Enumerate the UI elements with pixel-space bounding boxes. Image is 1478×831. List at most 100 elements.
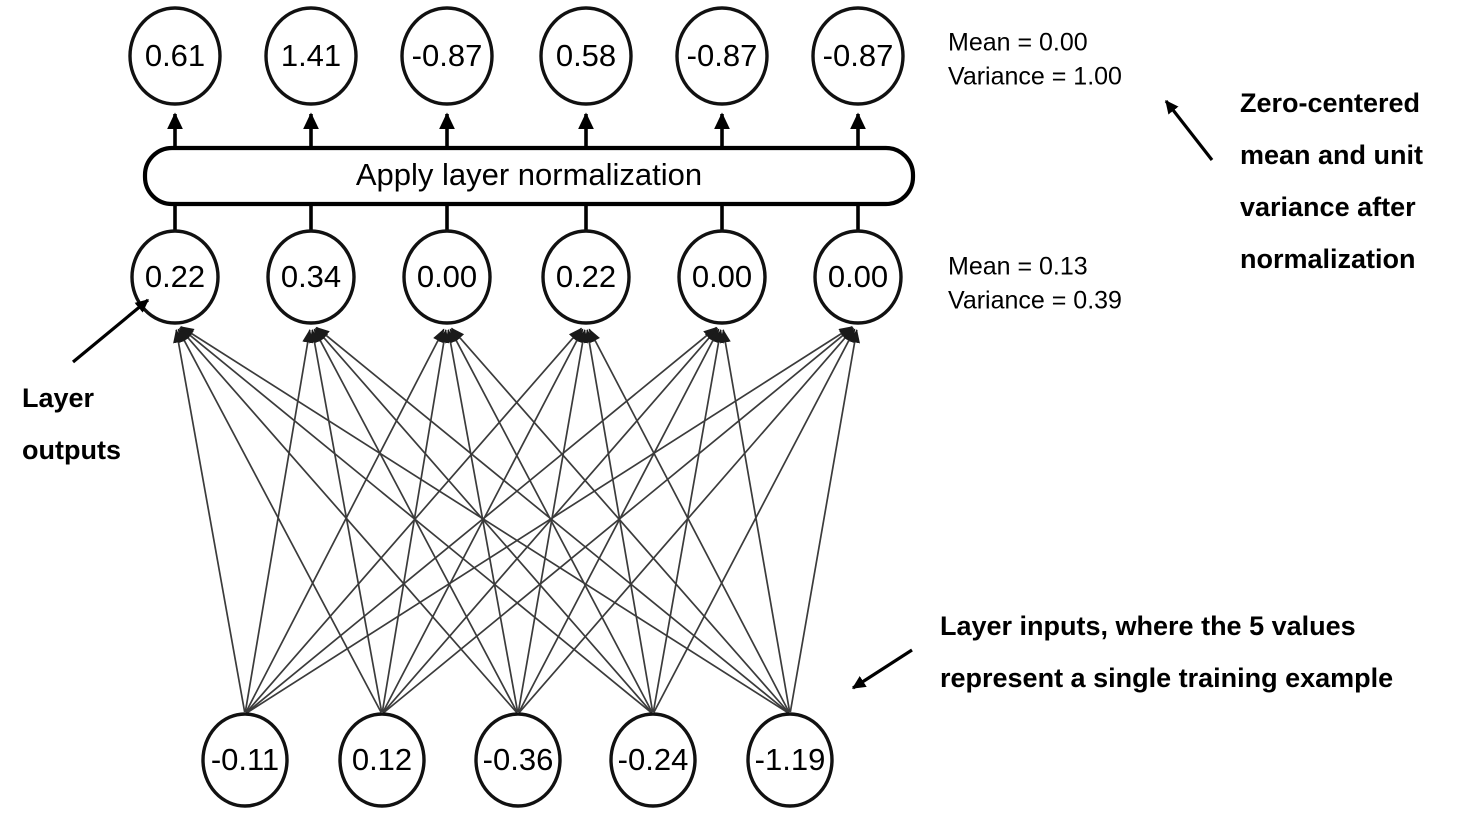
callout-line: Layer inputs, where the 5 values [940, 611, 1356, 641]
layer-input-value: 0.12 [352, 742, 412, 777]
layer-output-value: 0.34 [281, 259, 341, 294]
layer-input-value: -0.24 [618, 742, 689, 777]
connection-edges-group [173, 326, 860, 714]
callout-annotations-group: Layer outputs Zero-centered mean and unit va… [22, 88, 1423, 693]
layer-input-value: -0.11 [211, 742, 279, 777]
layer-output-circle[interactable] [130, 229, 220, 325]
layer-output-circle[interactable] [541, 229, 631, 325]
callout-pointer-arrow [851, 648, 913, 690]
layer-input-node[interactable]: 0.12 [338, 712, 426, 808]
normalized-output-node[interactable]: 0.58 [539, 6, 633, 106]
neuron-nodes-group: 0.61 1.41 -0.87 0.58 -0.87 -0.87 0.22 0.34 0.00 0… [128, 6, 905, 808]
connection-edge [173, 329, 246, 713]
layer-output-node[interactable]: 0.22 [541, 229, 631, 325]
apply-layer-normalization-box[interactable] [142, 145, 916, 207]
callout-line: variance after [1240, 192, 1416, 222]
layer-input-node[interactable]: -0.11 [201, 712, 289, 808]
normalized-output-value: -0.87 [687, 38, 758, 73]
normalized-output-node[interactable]: -0.87 [811, 6, 905, 106]
normalized-output-circle[interactable] [811, 6, 905, 106]
variance-after-normalization-text: Variance = 1.00 [948, 63, 1122, 91]
normalization-box-group[interactable]: Apply layer normalization [142, 145, 916, 207]
layer-output-value: 0.00 [692, 259, 752, 294]
layer-output-node[interactable]: 0.00 [402, 229, 492, 325]
variance-before-normalization-text: Variance = 0.39 [948, 287, 1122, 315]
stats-after-normalization: Mean = 0.00 Variance = 1.00 [948, 29, 1122, 91]
callout-line: outputs [22, 435, 121, 465]
connection-edge [244, 329, 314, 713]
layer-output-node[interactable]: 0.00 [813, 229, 903, 325]
connection-edge [588, 328, 790, 713]
normalized-output-value: -0.87 [823, 38, 894, 73]
normalized-output-node[interactable]: -0.87 [675, 6, 769, 106]
connection-edge [314, 327, 653, 714]
callout-line: mean and unit [1240, 140, 1423, 170]
layer-output-value: 0.22 [145, 259, 205, 294]
callout-line: normalization [1240, 244, 1416, 274]
connection-edge [180, 326, 789, 714]
normalized-output-circle[interactable] [264, 6, 358, 106]
mean-after-normalization-text: Mean = 0.00 [948, 29, 1088, 57]
connection-edge [178, 327, 518, 714]
layer-input-circle[interactable] [338, 712, 426, 808]
callout-pointer-arrow [1164, 99, 1214, 161]
layer-input-circle[interactable] [746, 712, 834, 808]
normalized-output-circle[interactable] [675, 6, 769, 106]
connection-edge [383, 326, 854, 714]
connection-edge [449, 328, 653, 713]
connection-edge [245, 328, 445, 713]
layer-input-circle[interactable] [474, 712, 562, 808]
connection-edge [653, 328, 856, 713]
callout-zero-centered: Zero-centered mean and unit variance after… [1164, 88, 1423, 274]
layer-output-node[interactable]: 0.00 [677, 229, 767, 325]
callout-pointer-arrow [71, 298, 150, 364]
connection-edge [445, 329, 519, 713]
layer-input-node[interactable]: -0.36 [474, 712, 562, 808]
flow-arrows-group [167, 112, 866, 230]
normalized-output-value: 0.58 [556, 38, 616, 73]
normalized-output-circle[interactable] [539, 6, 633, 106]
connection-edge [720, 329, 791, 713]
connection-edge [179, 326, 652, 714]
callout-layer-inputs: Layer inputs, where the 5 values represen… [851, 611, 1393, 693]
connection-edge [309, 329, 383, 713]
normalized-output-circle[interactable] [400, 6, 494, 106]
connection-edge [450, 327, 790, 714]
callout-line: Layer [22, 383, 95, 413]
layer-output-circle[interactable] [813, 229, 903, 325]
layer-input-node[interactable]: -1.19 [746, 712, 834, 808]
connection-edge [315, 326, 789, 714]
connection-edge [652, 329, 724, 713]
layer-input-value: -1.19 [755, 742, 826, 777]
stats-before-normalization: Mean = 0.13 Variance = 0.39 [948, 253, 1122, 315]
connection-edge [789, 329, 860, 713]
mean-before-normalization-text: Mean = 0.13 [948, 253, 1088, 281]
callout-line: Zero-centered [1240, 88, 1420, 118]
connection-edge [518, 328, 720, 713]
normalized-output-node[interactable]: 0.61 [128, 6, 222, 106]
connection-edge [246, 326, 718, 714]
layer-input-circle[interactable] [201, 712, 289, 808]
layer-output-value: 0.00 [828, 259, 888, 294]
layer-input-value: -0.36 [483, 742, 554, 777]
normalized-output-value: 1.41 [281, 38, 341, 73]
callout-line: represent a single training example [940, 663, 1393, 693]
layer-input-node[interactable]: -0.24 [609, 712, 697, 808]
layer-output-node[interactable]: 0.22 [130, 229, 220, 325]
normalized-output-node[interactable]: 1.41 [264, 6, 358, 106]
normalized-output-value: 0.61 [145, 38, 205, 73]
layer-output-value: 0.00 [417, 259, 477, 294]
normalized-output-value: -0.87 [412, 38, 483, 73]
connection-edge [177, 328, 382, 713]
normalized-output-circle[interactable] [128, 6, 222, 106]
layer-output-circle[interactable] [266, 229, 356, 325]
normalized-output-node[interactable]: -0.87 [400, 6, 494, 106]
layer-output-node[interactable]: 0.34 [266, 229, 356, 325]
layer-input-circle[interactable] [609, 712, 697, 808]
layer-output-circle[interactable] [677, 229, 767, 325]
apply-layer-normalization-label: Apply layer normalization [356, 157, 702, 192]
layer-output-circle[interactable] [402, 229, 492, 325]
callout-layer-outputs: Layer outputs [22, 298, 150, 465]
